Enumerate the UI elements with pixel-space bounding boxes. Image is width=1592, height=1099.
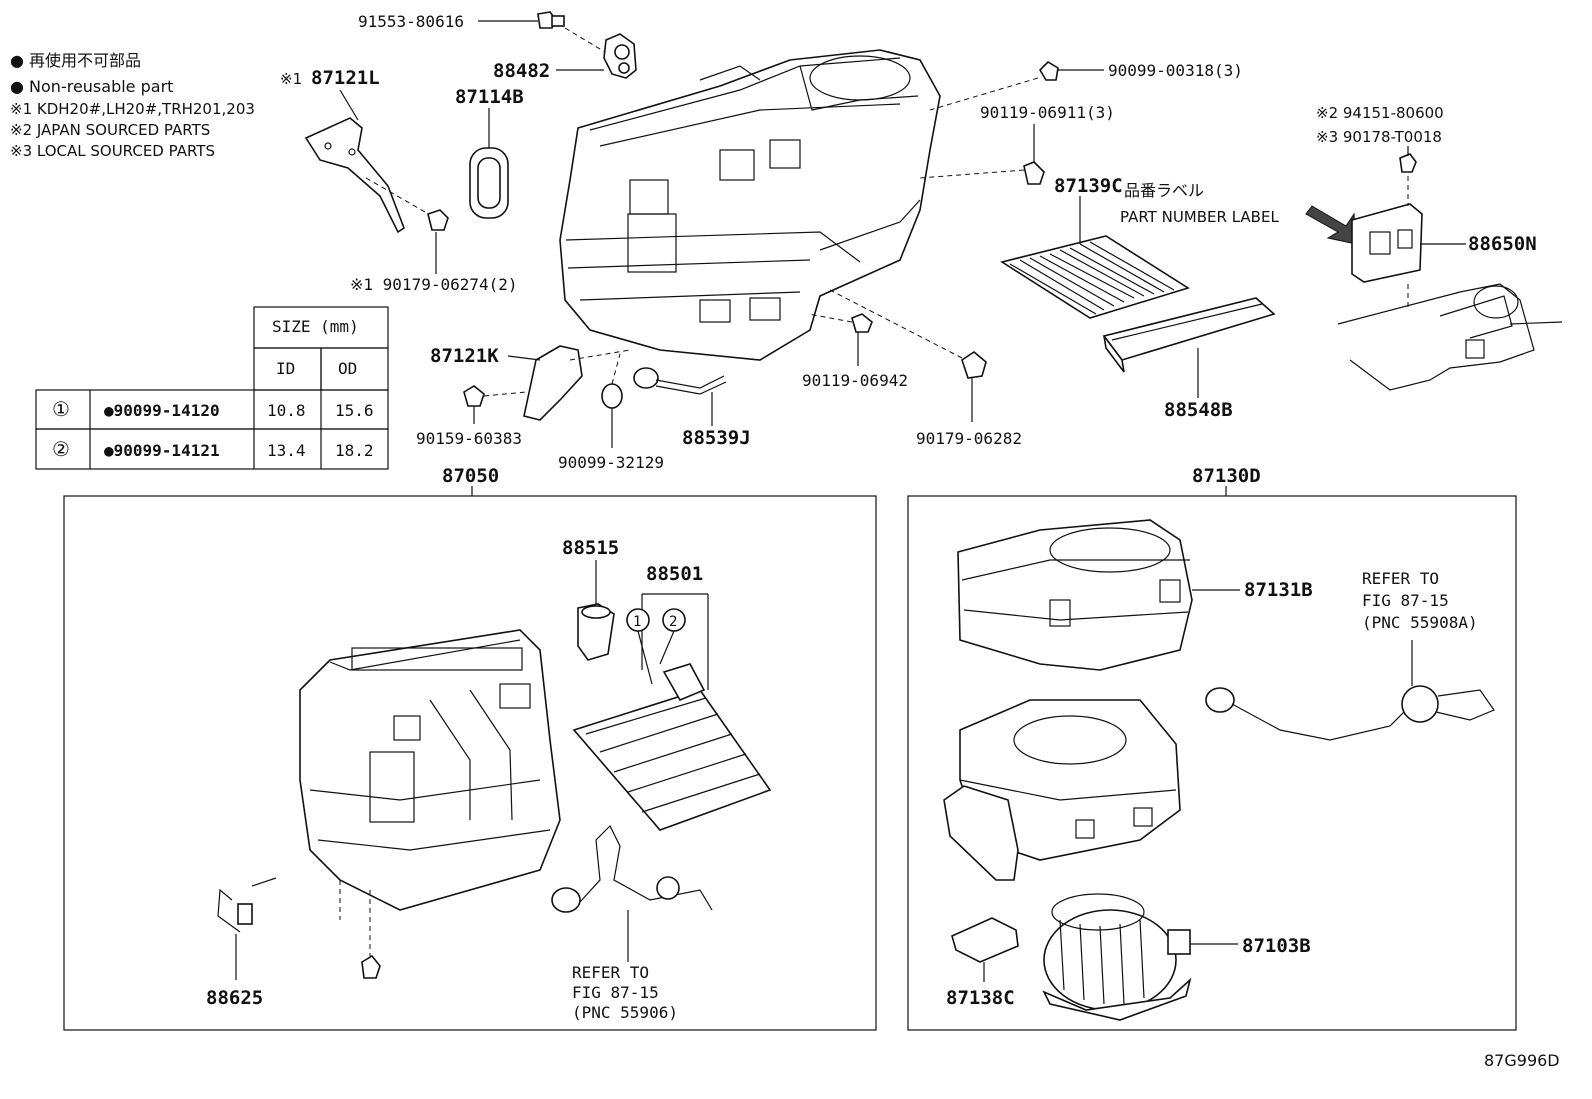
resistor-87138C — [951, 917, 1019, 982]
label-90178-T0018: ※3 90178-T0018 — [1316, 128, 1442, 146]
refer-b-line3: (PNC 55908A) — [1362, 613, 1478, 632]
evaporator-88501 — [572, 593, 772, 831]
arrow-icon — [1305, 205, 1357, 245]
size-table-row-2 — [35, 428, 389, 470]
refer-b-line2: FIG 87-15 — [1362, 591, 1449, 610]
size-table-row-1-mark: ① — [52, 397, 70, 421]
label-87131B: 87131B — [1244, 579, 1313, 601]
part-88482 — [556, 33, 637, 79]
label-88625: 88625 — [206, 987, 263, 1009]
group-box-87050 — [63, 495, 877, 1031]
label-88515: 88515 — [562, 537, 619, 559]
legend-line-nonreusable: ● Non-reusable part — [10, 77, 173, 96]
size-table-row-2-id: 13.4 — [267, 441, 306, 460]
size-table-row-1-od: 15.6 — [335, 401, 374, 420]
bolt-90159-60383 — [463, 385, 527, 424]
bracket-87121L — [304, 89, 449, 234]
refer-a-line2: FIG 87-15 — [572, 983, 659, 1002]
legend: ● 再使用不可部品 ● Non-reusable part ※1 KDH20#,… — [10, 51, 255, 160]
label-88539J: 88539J — [682, 427, 751, 449]
legend-line-note3: ※3 LOCAL SOURCED PARTS — [10, 142, 215, 160]
label-87138C: 87138C — [946, 987, 1015, 1009]
label-90119-06942: 90119-06942 — [802, 371, 908, 390]
blower-case-upper-87131B — [957, 519, 1240, 671]
hose-88539J — [633, 367, 727, 426]
wire-sensor-55906 — [551, 824, 713, 962]
refer-b-line1: REFER TO — [1362, 569, 1439, 588]
hvac-unit-assembly — [559, 49, 941, 361]
legend-line-note1: ※1 KDH20#,LH20#,TRH201,203 — [10, 100, 255, 118]
label-90099-32129: 90099-32129 — [558, 453, 664, 472]
label-87050: 87050 — [442, 465, 499, 487]
grommet-90099-32129 — [601, 353, 623, 448]
screw-90099-00318 — [929, 60, 1104, 111]
label-87121L: 87121L — [311, 67, 380, 89]
legend-line-jp: ● 再使用不可部品 — [10, 51, 141, 70]
label-87121K: 87121K — [430, 345, 499, 367]
bracket-87121K — [507, 345, 631, 421]
seal-87114B — [469, 108, 509, 219]
label-87114B: 87114B — [455, 86, 524, 108]
circle-1-label: 1 — [633, 614, 641, 630]
label-90119-06911: 90119-06911(3) — [980, 103, 1115, 122]
group-box-87130D — [907, 495, 1517, 1031]
label-90179-06274: ※1 90179-06274(2) — [350, 275, 518, 294]
figure-code: 87G996D — [1484, 1051, 1560, 1070]
hvac-case-87050 — [299, 629, 561, 979]
label-90099-00318: 90099-00318(3) — [1108, 61, 1243, 80]
cover-88548B — [1102, 297, 1276, 398]
label-88650N: 88650N — [1468, 233, 1537, 255]
refer-a-line1: REFER TO — [572, 963, 649, 982]
filter-87139C — [999, 196, 1190, 319]
label-87121L-mark: ※1 — [280, 70, 302, 88]
screw-90119-06911 — [919, 124, 1045, 185]
sensor-88625 — [217, 877, 277, 980]
label-90179-06282: 90179-06282 — [916, 429, 1022, 448]
legend-line-note2: ※2 JAPAN SOURCED PARTS — [10, 121, 210, 139]
label-91553-80616: 91553-80616 — [358, 12, 464, 31]
size-table-col-od: OD — [338, 359, 357, 378]
size-table-row-2-mark: ② — [52, 437, 70, 461]
size-table-row-2-part: ●90099-14121 — [104, 441, 220, 460]
label-87103B: 87103B — [1242, 935, 1311, 957]
label-90159-60383: 90159-60383 — [416, 429, 522, 448]
size-table-header: SIZE (mm) — [272, 317, 359, 336]
part-label-en: PART NUMBER LABEL — [1120, 208, 1279, 226]
blower-motor-87103B — [1042, 893, 1238, 1021]
label-94151-80600: ※2 94151-80600 — [1316, 104, 1444, 122]
circle-2-label: 2 — [669, 614, 677, 630]
wire-sensor-55908A — [1205, 640, 1495, 741]
part-label-jp: 品番ラベル — [1124, 181, 1204, 200]
label-87130D: 87130D — [1192, 465, 1261, 487]
screw-90119-06942 — [807, 313, 873, 366]
size-table: SIZE (mm) ID OD ① ●90099-14120 10.8 15.6… — [35, 306, 389, 470]
bolt-91553-80616 — [478, 11, 606, 53]
size-table-row-2-od: 18.2 — [335, 441, 374, 460]
label-88548B: 88548B — [1164, 399, 1233, 421]
label-88482: 88482 — [493, 60, 550, 82]
refer-a-line3: (PNC 55906) — [572, 1003, 678, 1022]
nut-90179-06282 — [829, 289, 987, 422]
valve-88515 — [577, 560, 615, 661]
size-table-row-1-part: ●90099-14120 — [104, 401, 220, 420]
label-87139C: 87139C — [1054, 175, 1123, 197]
module-88650N — [1337, 146, 1563, 391]
blower-case-lower — [943, 699, 1181, 881]
label-88501: 88501 — [646, 563, 703, 585]
size-table-row-1-id: 10.8 — [267, 401, 306, 420]
size-table-col-id: ID — [276, 359, 295, 378]
